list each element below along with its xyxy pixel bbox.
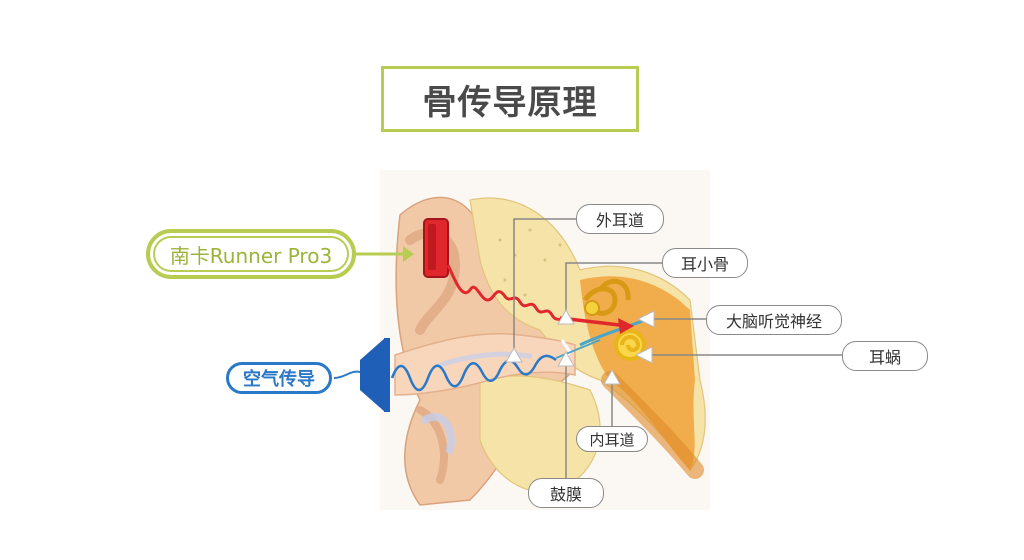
arrowhead-auditory-nerve (636, 310, 655, 328)
air-speaker (360, 338, 385, 412)
eardrum-label: 鼓膜 (528, 478, 604, 508)
leader-arrowheads (505, 308, 655, 385)
leader-ossicles (565, 262, 664, 312)
headphone-device-shade (428, 224, 436, 270)
leader-outer-ear-canal (513, 218, 577, 350)
bone-conduction-arrowhead (618, 318, 634, 334)
cochlea-label: 耳蜗 (842, 341, 928, 371)
arrowhead-eardrum (557, 350, 575, 367)
skin-highlight (421, 412, 455, 454)
leader-lines (513, 218, 844, 478)
arrowhead-cochlea (634, 346, 653, 364)
ear-canal (394, 332, 576, 396)
product-label: 南卡Runner Pro3 (146, 229, 356, 279)
air-label-connector (333, 370, 361, 379)
diagram-title: 骨传导原理 (381, 66, 639, 132)
inner-ear-canal-tube (601, 371, 704, 479)
cochlea-graphic (614, 329, 646, 361)
bone-conduction-wave (446, 264, 566, 322)
arrowhead-inner-ear-canal (603, 368, 621, 385)
auditory-nerve-label: 大脑听觉神经 (706, 305, 842, 335)
ear-lobe (416, 406, 448, 484)
arrowhead-ossicles (557, 308, 575, 325)
outer-ear-canal-label: 外耳道 (576, 204, 664, 234)
air-conduction-label: 空气传导 (226, 362, 332, 394)
air-conduction-path (555, 339, 601, 359)
air-speaker-front (384, 338, 390, 412)
ossicles-label: 耳小骨 (662, 248, 748, 278)
product-label-arrowhead (403, 246, 414, 262)
arrowhead-outer-ear-canal (505, 346, 523, 363)
air-conduction-wave (390, 354, 557, 392)
ossicle-bone (584, 300, 600, 316)
inner-ear-canal-label: 内耳道 (576, 426, 648, 452)
ear-canal-lining (437, 351, 533, 368)
